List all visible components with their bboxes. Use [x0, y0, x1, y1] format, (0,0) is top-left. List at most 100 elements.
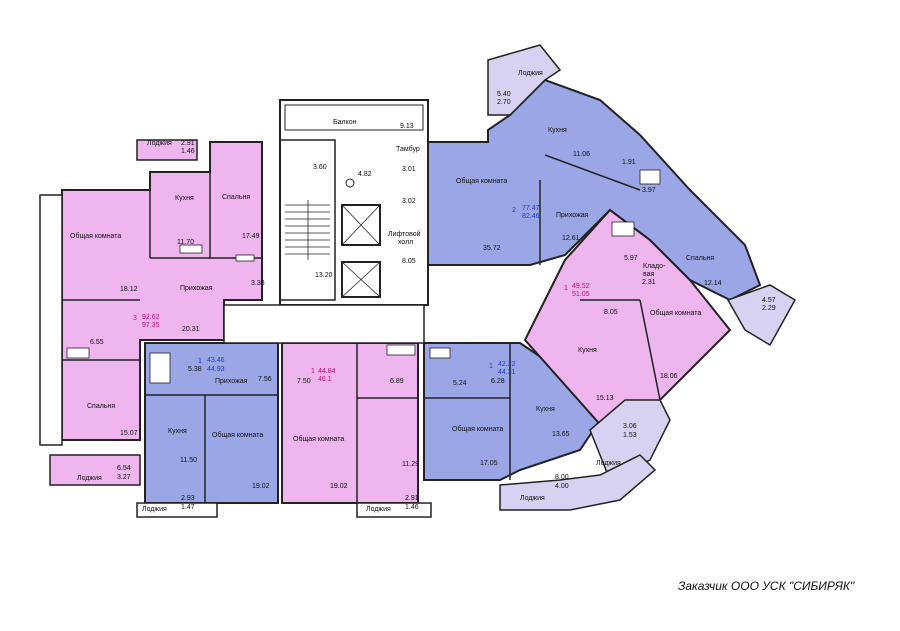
apartment-3 — [281, 342, 432, 518]
a5-closet-label-1: Кладо- — [643, 263, 666, 270]
stair-area-2: 4.82 — [358, 171, 372, 178]
a4-living-label: Общая комната — [452, 425, 503, 433]
a3-area-1: 44.84 — [318, 368, 336, 375]
a1-loggia-top-area-1: 2.91 — [181, 140, 195, 147]
a1-loggia-top-area-2: 1.46 — [181, 148, 195, 155]
a1-loggia-bot-area-1: 6.54 — [117, 465, 131, 472]
a5-closet-label-2: вая — [643, 271, 655, 278]
apartment-4 — [423, 342, 602, 481]
a5-area-1: 49.52 — [572, 283, 590, 290]
fixtures — [66, 169, 661, 384]
a4-area-2: 44.31 — [498, 369, 516, 376]
loggia-e-area-2: 2.29 — [762, 305, 776, 312]
a6-living-area: 35.72 — [483, 245, 501, 252]
loggia-s — [499, 454, 657, 511]
loggia-se-area-1: 3.06 — [623, 423, 637, 430]
corridor — [223, 304, 425, 344]
a1-rooms: 3 — [133, 315, 137, 322]
a1-bedroom2-label: Спальня — [87, 403, 115, 410]
stair-area-3: 3.01 — [402, 166, 416, 173]
internal-walls — [62, 154, 661, 503]
a2-hall-area: 7.56 — [258, 376, 272, 383]
a3-living-label: Общая комната — [293, 435, 344, 443]
a1-area-1: 92.62 — [142, 314, 160, 321]
stair-area-1: 3.60 — [313, 164, 327, 171]
a1-kitchen-area: 11.70 — [177, 239, 194, 246]
a6-kitchen-label: Кухня — [548, 127, 567, 134]
a1-living-area: 18.12 — [120, 286, 138, 293]
a6-rooms: 2 — [512, 207, 516, 214]
a5-area-2: 51.05 — [572, 291, 590, 298]
a2-loggia-area-2: 1.47 — [181, 504, 195, 511]
a1-loggia-bot-area-2: 3.27 — [117, 474, 131, 481]
a3-hall-area: 7.50 — [297, 378, 311, 385]
a3-room-area: 11.29 — [402, 461, 419, 468]
apartment-1 — [39, 139, 263, 486]
a3-living-area: 19.02 — [330, 483, 348, 490]
a2-bath-area: 5.38 — [188, 366, 202, 373]
a6-bedroom-label: Спальня — [686, 255, 714, 262]
a4-kitchen-area: 13.65 — [552, 431, 570, 438]
a6-living-label: Общая комната — [456, 177, 507, 185]
a6-bedroom-area: 12.14 — [704, 280, 722, 287]
a3-loggia-label: Лоджия — [366, 506, 391, 513]
stair-area-5: 9.13 — [400, 123, 414, 130]
a6-hall-area: 12.61 — [562, 235, 580, 242]
a4-kitchen-label: Кухня — [536, 406, 555, 413]
a1-loggia-top-label: Лоджия — [147, 140, 172, 147]
a4-hall-area: 6.28 — [491, 378, 505, 385]
a5-living-area: 18.06 — [660, 373, 678, 380]
a3-loggia-area-2: 1.46 — [405, 504, 419, 511]
stair-area-4: 3.02 — [402, 198, 416, 205]
a1-area-2: 97.35 — [142, 322, 160, 329]
balcony-label: Балкон — [333, 119, 357, 126]
a6-bath2-area: 3.97 — [642, 187, 656, 194]
stair-core — [279, 99, 429, 306]
apartment-6 — [427, 44, 797, 347]
a3-loggia-area-1: 2.91 — [405, 495, 419, 502]
loggia-s-area-2: 4.00 — [555, 483, 569, 490]
a4-area-1: 42.22 — [498, 361, 516, 368]
loggia-se-label: Лоджия — [596, 460, 621, 467]
a1-living-label: Общая комната — [70, 232, 121, 240]
a5-rooms: 1 — [564, 285, 568, 292]
stair-area-6: 13.20 — [315, 272, 333, 279]
a1-hall-label: Прихожая — [180, 285, 213, 292]
a4-living-area: 17.05 — [480, 460, 498, 467]
loggia-ne-area-2: 2.70 — [497, 99, 511, 106]
a1-bath2-area: 6.55 — [90, 339, 104, 346]
a1-bedroom-area: 17.49 — [242, 233, 260, 240]
customer-caption: Заказчик ООО УСК "СИБИРЯК" — [678, 579, 855, 593]
a6-area-2: 82.46 — [522, 213, 540, 220]
loggia-s-label: Лоджия — [520, 495, 545, 502]
a5-living-label: Общая комната — [650, 309, 701, 317]
a1-bedroom-label: Спальня — [222, 194, 250, 201]
a3-bath-area: 6.89 — [390, 378, 404, 385]
a5-kitchen-area: 15.13 — [596, 395, 614, 402]
a3-area-2: 46.1 — [318, 376, 332, 383]
a6-bath1-area: 1.91 — [622, 159, 636, 166]
a1-kitchen-label: Кухня — [175, 195, 194, 202]
lift-area: 8.05 — [402, 258, 416, 265]
a2-loggia-label: Лоджия — [142, 506, 167, 513]
a5-closet-area: 2.31 — [642, 279, 656, 286]
a5-bath-area: 5.97 — [624, 255, 638, 262]
a6-kitchen-area: 11.06 — [573, 151, 590, 158]
a4-bath-area: 5.24 — [453, 380, 467, 387]
a2-living-label: Общая комната — [212, 431, 263, 439]
loggia-ne-area-1: 5.40 — [497, 91, 511, 98]
a2-hall-label: Прихожая — [215, 378, 248, 385]
loggia-e-area-1: 4.57 — [762, 297, 776, 304]
a2-kitchen-label: Кухня — [168, 428, 187, 435]
a4-rooms: 1 — [489, 363, 493, 370]
lift-hall-label-1: Лифтовой — [388, 230, 421, 238]
a2-area-2: 44.93 — [207, 366, 225, 373]
a5-kitchen-label: Кухня — [578, 347, 597, 354]
a1-bedroom2-area: 15.07 — [120, 430, 138, 437]
loggia-ne-label: Лоджия — [518, 70, 543, 77]
a1-bath-area: 3.38 — [251, 280, 265, 287]
a6-hall-label: Прихожая — [556, 212, 589, 219]
a6-area-1: 77.47 — [522, 205, 540, 212]
